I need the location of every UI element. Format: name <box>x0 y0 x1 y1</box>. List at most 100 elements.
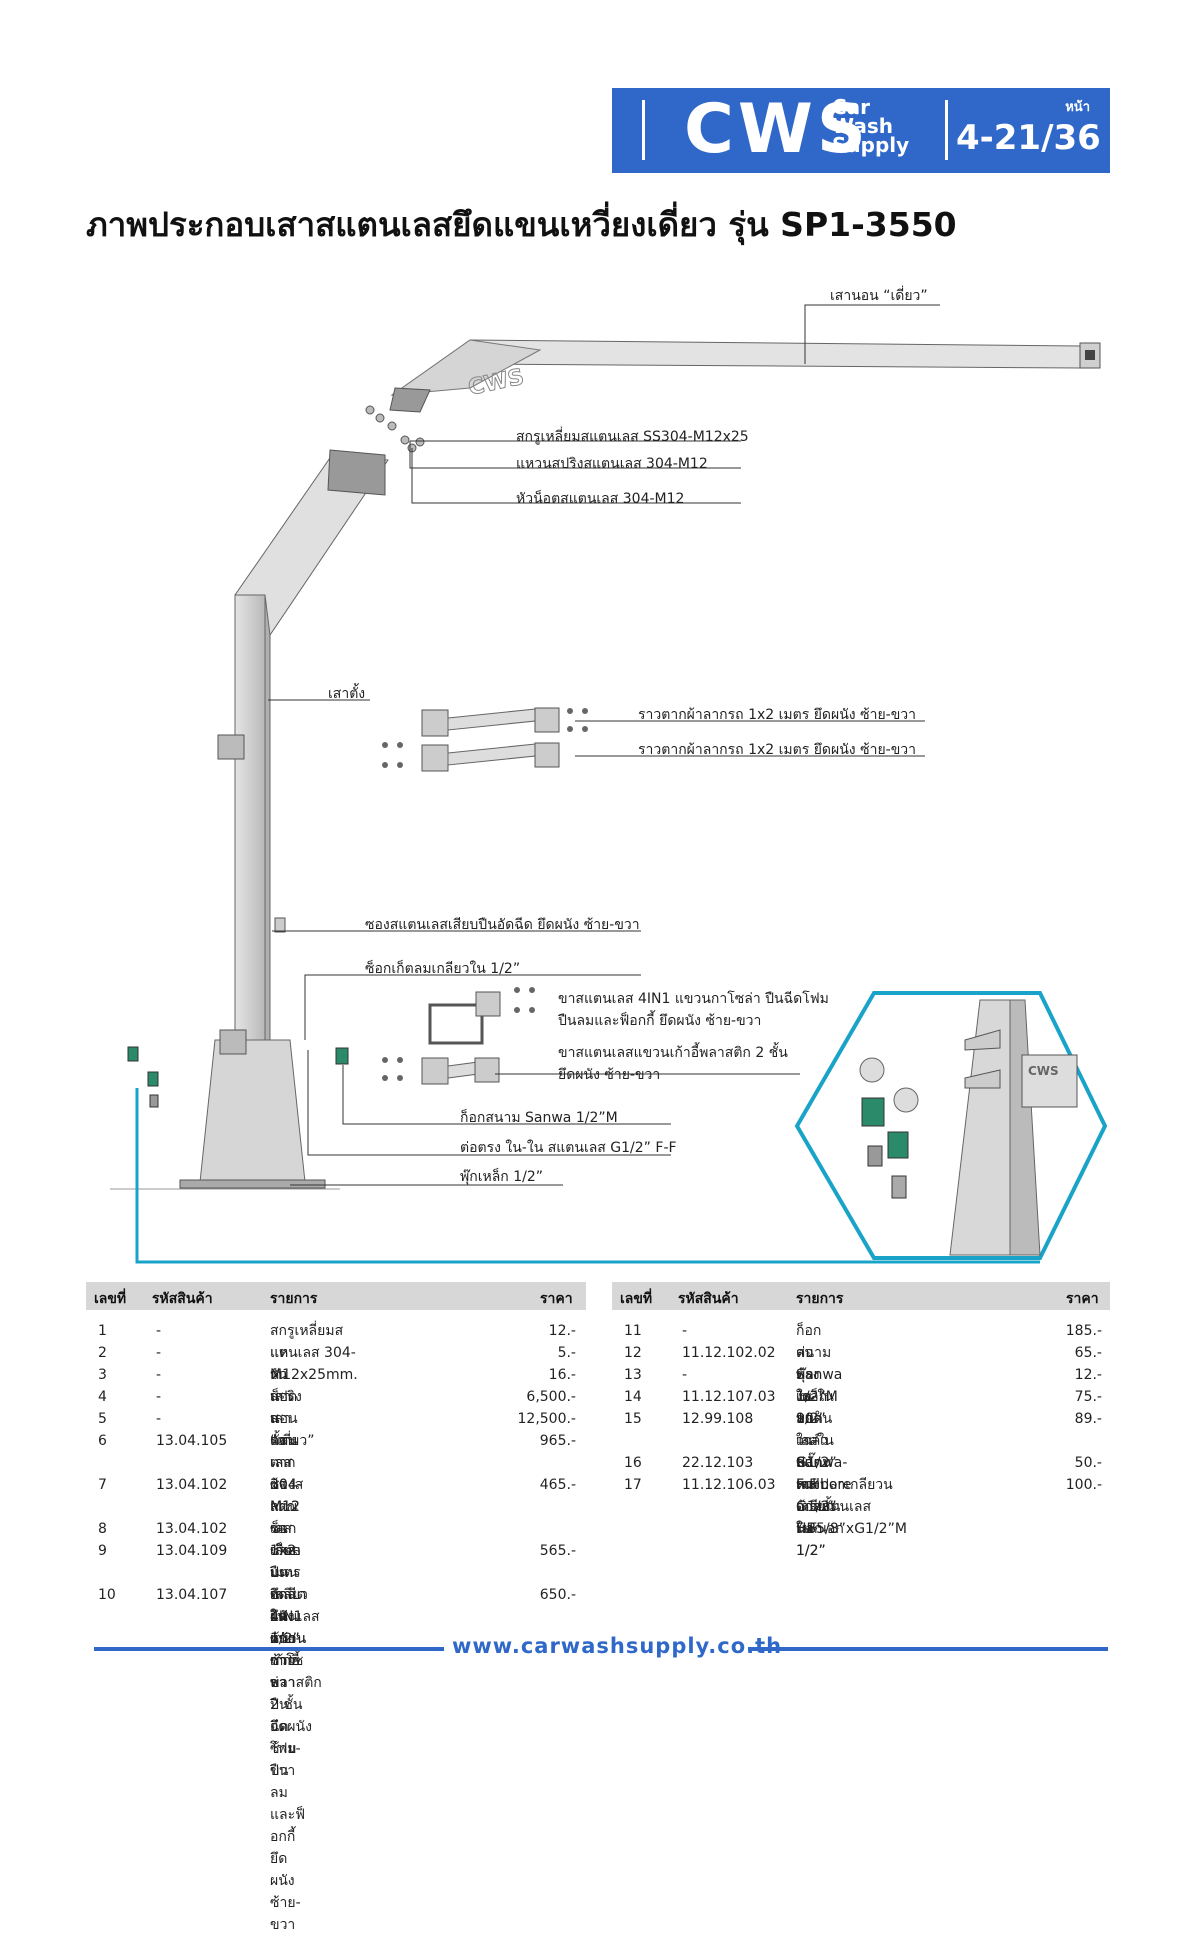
row-price: 12.- <box>1074 1367 1102 1383</box>
row-number: 16 <box>624 1455 642 1471</box>
callout-line: ยึดผนัง ซ้าย-ขวา <box>558 1067 661 1083</box>
row-number: 4 <box>98 1389 107 1405</box>
callout-coupling: ต่อตรง ใน-ใน สแตนเลส G1/2” F-F <box>460 1140 677 1156</box>
row-item: ก็อกสนาม Sanwa 1/2”M <box>796 1320 842 1408</box>
row-item: งอ 90˚ ใน-ใน สแตนเลส G1/2” F-F <box>796 1386 837 1540</box>
row-item: ขาสแตนเลสแขวนเก้าอี้พลาสติก 2 ชั้นยึดผนั… <box>270 1584 322 1782</box>
row-item: เสานอน “เดี่ยว” <box>270 1386 314 1452</box>
row-number: 1 <box>98 1323 107 1339</box>
callout-line: ขาสแตนเลส 4IN1 แขวนกาโซล่า ปืนฉีดโฟม <box>558 991 829 1007</box>
row-number: 7 <box>98 1477 107 1493</box>
row-number: 3 <box>98 1367 107 1383</box>
towel-rails <box>421 707 560 772</box>
header-price: ราคา <box>1066 1291 1099 1307</box>
row-code: - <box>156 1367 162 1383</box>
row-item-line: HB5/8”xG1/2”M <box>796 1521 907 1537</box>
row-code: - <box>156 1411 162 1427</box>
row-item-line: สกรูเหลี่ยมสแตนเลส 304-M12x25mm. <box>270 1323 358 1383</box>
footer-url[interactable]: www.carwashsupply.co.th <box>452 1634 783 1658</box>
header-no: เลขที่ <box>94 1291 127 1307</box>
row-number: 17 <box>624 1477 642 1493</box>
row-code: 13.04.107 <box>156 1587 228 1603</box>
logo-sub-line: Wash <box>832 114 893 138</box>
callout-socket: ซ็อกเก็ตลมเกลียวใน 1/2” <box>365 961 521 977</box>
header-code: รหัสสินค้า <box>678 1291 739 1307</box>
row-item-line: พุ๊กเหล็ก 1/2” <box>796 1367 828 1427</box>
fasteners <box>365 405 425 453</box>
row-price: 6,500.- <box>526 1389 576 1405</box>
row-number: 13 <box>624 1367 642 1383</box>
row-item-line: ยึดผนัง ซ้าย-ขวา <box>270 1587 301 1669</box>
row-item-line: หางปลาเกลียวนอกสแตนเลส <box>796 1477 893 1515</box>
row-price: 75.- <box>1074 1389 1102 1405</box>
callout-plug: พุ๊กเหล็ก 1/2” <box>460 1169 544 1185</box>
row-item-line: ปืนลมและฟ็อกกี้ ยึดผนัง ซ้าย-ขวา <box>270 1763 306 1933</box>
row-price: 965.- <box>539 1433 576 1449</box>
row-code: 11.12.102.02 <box>682 1345 776 1361</box>
row-code: - <box>156 1323 162 1339</box>
row-code: 13.04.102 <box>156 1477 228 1493</box>
callout-lines <box>268 304 940 1186</box>
callout-stool-bracket: ขาสแตนเลสแขวนเก้าอี้พลาสติก 2 ชั้น ยึดผน… <box>558 1042 788 1086</box>
row-code: 11.12.107.03 <box>682 1389 776 1405</box>
row-code: 22.12.103 <box>682 1455 754 1471</box>
row-item-line: ก็อกสนาม Sanwa 1/2”M <box>796 1323 843 1405</box>
callout-arm: เสานอน “เดี่ยว” <box>830 288 928 304</box>
row-price: 65.- <box>1074 1345 1102 1361</box>
row-price: 89.- <box>1074 1411 1102 1427</box>
callout-line: ขาสแตนเลสแขวนเก้าอี้พลาสติก 2 ชั้น <box>558 1045 788 1061</box>
header-item: รายการ <box>796 1291 844 1307</box>
callout-valve: ก็อกสนาม Sanwa 1/2”M <box>460 1110 618 1126</box>
callout-washer: แหวนสปริงสแตนเลส 304-M12 <box>516 456 708 472</box>
row-number: 10 <box>98 1587 116 1603</box>
row-item: แหวนสปริงสแตนเลส 304-M12 <box>270 1342 302 1518</box>
row-item: ซ็อกเก็ตลมเกลียวใน 1/2” <box>270 1518 308 1650</box>
page-title: ภาพประกอบเสาสแตนเลสยึดแขนเหวี่ยงเดี่ยว ร… <box>86 205 957 244</box>
callout-rail-1: ราวตากผ้าลากรถ 1x2 เมตร ยึดผนัง ซ้าย-ขวา <box>638 707 916 723</box>
row-code: - <box>156 1389 162 1405</box>
row-price: 12.- <box>548 1323 576 1339</box>
svg-text:CWS: CWS <box>1028 1064 1059 1078</box>
callout-bracket-4in1: ขาสแตนเลส 4IN1 แขวนกาโซล่า ปืนฉีดโฟม ปืน… <box>558 988 829 1032</box>
table-header: เลขที่ รหัสสินค้า รายการ ราคา <box>612 1282 1110 1310</box>
row-item-line: ราวตากผ้าลากรถ 1x2 เมตร <box>270 1433 301 1581</box>
row-item-line: เสานอน “เดี่ยว” <box>270 1389 315 1449</box>
row-number: 8 <box>98 1521 107 1537</box>
row-code: 13.04.105 <box>156 1433 228 1449</box>
row-item-line: ยึดผนัง ซ้าย-ขวา <box>270 1719 312 1779</box>
callout-nut: หัวน็อตสแตนเลส 304-M12 <box>516 491 685 507</box>
row-code: - <box>156 1345 162 1361</box>
logo-subtitle: Car Wash Supply <box>832 97 910 157</box>
row-item-line: ใน-นอก 1/2” <box>796 1521 844 1559</box>
row-code: 12.99.108 <box>682 1411 754 1427</box>
row-item: ปลั๊กลมเกลียวนอก 1/2” <box>796 1452 834 1562</box>
row-item-line: ปลั๊กลมเกลียวนอก 1/2” <box>796 1455 834 1559</box>
row-item-line: ต่อตรง ใน-ใน สแตนเลส G1/2” F-F <box>796 1345 837 1493</box>
callout-bolt: สกรูเหลี่ยมสแตนเลส SS304-M12x25 <box>516 429 749 445</box>
row-number: 9 <box>98 1543 107 1559</box>
divider <box>945 100 948 160</box>
row-item: พุ๊กเหล็ก 1/2” <box>796 1364 827 1430</box>
row-price: 12,500.- <box>517 1411 577 1427</box>
row-item: ต่อตรง ใน-ใน สแตนเลส G1/2” F-F <box>796 1342 837 1496</box>
row-item-line: ซ็อกเก็ตลมเกลียวใน 1/2” <box>270 1521 308 1647</box>
row-price: 5.- <box>557 1345 576 1361</box>
row-number: 2 <box>98 1345 107 1361</box>
row-item-line: หัวน็อตสแตนเลส 304-M12 <box>270 1367 302 1515</box>
row-code: 13.04.102 <box>156 1521 228 1537</box>
row-price: 650.- <box>539 1587 576 1603</box>
vertical-pole <box>110 449 389 1190</box>
row-number: 11 <box>624 1323 642 1339</box>
callout-pole: เสาตั้ง <box>328 686 366 702</box>
divider <box>642 100 645 160</box>
row-number: 12 <box>624 1345 642 1361</box>
row-item: หัวน็อตสแตนเลส 304-M12 <box>270 1364 302 1518</box>
logo-sub-line: Supply <box>832 133 910 157</box>
row-item-line: เสาตั้ง <box>270 1411 292 1449</box>
page-number: 4-21/36 <box>956 118 1101 158</box>
row-item: หางปลาเกลียวนอกสแตนเลส HB5/8”xG1/2”M <box>796 1474 907 1540</box>
row-number: 15 <box>624 1411 642 1427</box>
callout-gun-holder: ซองสแตนเลสเสียบปืนอัดฉีด ยึดผนัง ซ้าย-ขว… <box>365 917 640 933</box>
row-price: 100.- <box>1065 1477 1102 1493</box>
header-item: รายการ <box>270 1291 318 1307</box>
